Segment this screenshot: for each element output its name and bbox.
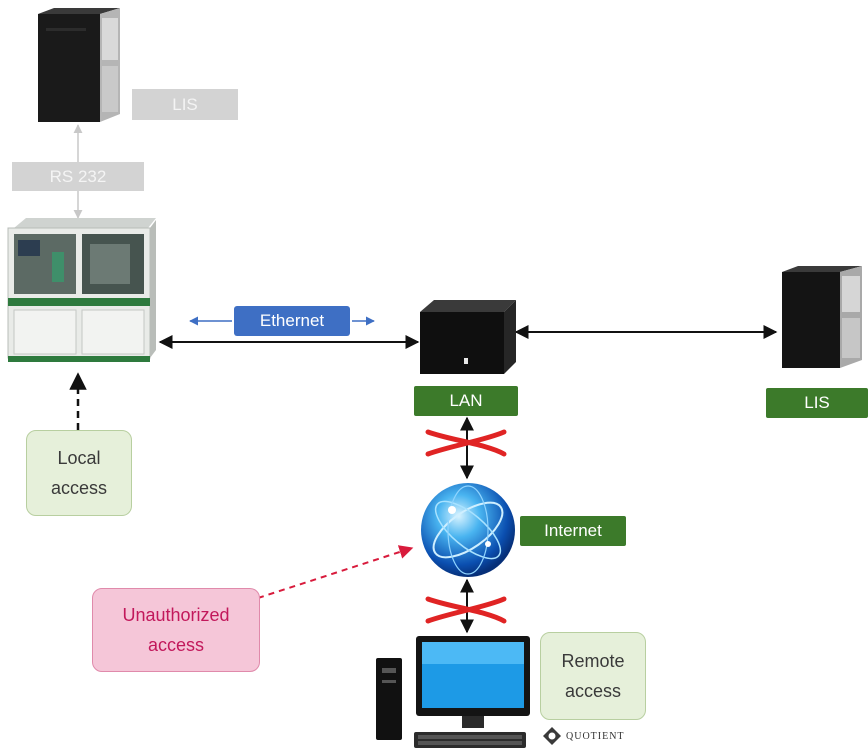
lan-label: LAN	[414, 386, 518, 416]
lis-server-right-icon	[782, 266, 862, 368]
rs232-label: RS 232	[12, 162, 144, 191]
unauthorized-access-note: Unauthorized access	[92, 588, 260, 672]
unauthorized-access-line-2: access	[147, 635, 205, 655]
lis-server-top-icon	[38, 8, 120, 122]
remote-computer-icon	[376, 636, 530, 748]
lis-top-label: LIS	[132, 89, 238, 120]
lis-right-label: LIS	[766, 388, 868, 418]
quotient-logo: QUOTIENT	[542, 726, 625, 746]
internet-label: Internet	[520, 516, 626, 546]
internet-globe-icon	[421, 483, 515, 577]
remote-access-note: Remote access	[540, 632, 646, 720]
ethernet-label: Ethernet	[234, 306, 350, 336]
quotient-logo-text: QUOTIENT	[566, 730, 625, 742]
local-access-line-1: Local	[57, 448, 101, 468]
analyzer-instrument-icon	[7, 218, 156, 362]
lan-switch-icon	[420, 300, 516, 374]
remote-access-line-1: Remote	[561, 651, 625, 671]
quotient-diamond-icon	[543, 727, 561, 745]
remote-access-line-2: access	[564, 681, 622, 701]
local-access-note: Local access	[26, 430, 132, 516]
blocked-cross-lan	[425, 429, 507, 457]
blocked-cross-remote	[425, 596, 507, 624]
local-access-line-2: access	[50, 478, 108, 498]
unauthorized-access-line-1: Unauthorized	[122, 605, 230, 625]
unauthorized-access-link	[257, 545, 414, 599]
